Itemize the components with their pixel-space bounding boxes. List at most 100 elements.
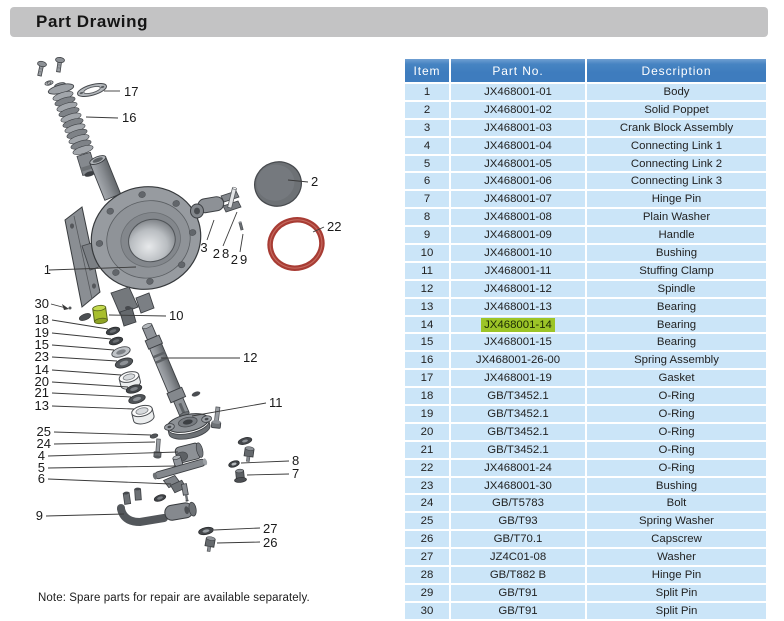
part-no-cell: JX468001-10 — [451, 245, 585, 261]
table-row: 19 GB/T3452.1 O-Ring — [405, 406, 766, 422]
part-no-text: GB/T3452.1 — [487, 407, 549, 420]
description-cell: Connecting Link 1 — [587, 137, 766, 154]
table-row: 4 JX468001-04 Connecting Link 1 — [405, 137, 766, 154]
callout-label-8: 8 — [292, 453, 299, 468]
table-row: 15 JX468001-15 Bearing — [405, 334, 766, 351]
item-cell: 12 — [405, 280, 449, 297]
table-row: 22 JX468001-24 O-Ring — [405, 459, 766, 476]
capscrew-26-part — [204, 536, 216, 552]
part-no-text: GB/T91 — [498, 604, 538, 617]
description-cell: Bearing — [587, 298, 766, 315]
description-cell: Spindle — [587, 280, 766, 297]
callout-label-28: 28 — [213, 246, 231, 261]
page-title: Part Drawing — [36, 12, 149, 31]
item-cell: 4 — [405, 137, 449, 154]
description-cell: Bearing — [587, 316, 766, 333]
callout-label-17: 17 — [124, 84, 138, 99]
table-row: 9 JX468001-09 Handle — [405, 227, 766, 244]
part-no-text: JX468001-30 — [484, 479, 552, 492]
callout-label-15: 15 — [35, 337, 49, 352]
connecting-link3-part — [162, 474, 189, 502]
table-row: 17 JX468001-19 Gasket — [405, 370, 766, 387]
item-cell: 21 — [405, 441, 449, 458]
callout-label-14: 14 — [35, 362, 49, 377]
part-no-cell: JX468001-04 — [451, 137, 585, 154]
item-cell: 26 — [405, 531, 449, 548]
leader-lines — [45, 90, 325, 544]
callout-label-13: 13 — [35, 398, 49, 413]
header-part-no: Part No. — [451, 59, 585, 82]
callout-label-1: 1 — [44, 262, 51, 277]
part-no-text: JX468001-08 — [484, 211, 552, 224]
table-row: 12 JX468001-12 Spindle — [405, 280, 766, 297]
part-no-cell: JX468001-01 — [451, 84, 585, 100]
callout-label-20: 20 — [35, 374, 49, 389]
callout-label-5: 5 — [38, 460, 45, 475]
item-cell: 17 — [405, 370, 449, 387]
handle-part — [117, 487, 197, 527]
table-row: 10 JX468001-10 Bushing — [405, 245, 766, 261]
part-no-text: GB/T3452.1 — [487, 390, 549, 403]
callout-label-26: 26 — [263, 535, 277, 550]
bushing-highlight-part — [92, 304, 108, 325]
table-row: 26 GB/T70.1 Capscrew — [405, 531, 766, 548]
exploded-drawing: 17 16 2 22 3 28 29 1 30 10 18 19 15 23 1… — [8, 50, 393, 595]
gasket-part — [77, 83, 107, 97]
part-no-text: JX468001-11 — [484, 264, 552, 277]
description-cell: Bushing — [587, 245, 766, 261]
part-no-text: GB/T91 — [498, 586, 538, 599]
part-no-text: GB/T93 — [498, 515, 538, 528]
table-row: 5 JX468001-05 Connecting Link 2 — [405, 155, 766, 172]
description-cell: Body — [587, 84, 766, 100]
callout-labels: 17 16 2 22 3 28 29 1 30 10 18 19 15 23 1… — [35, 84, 342, 550]
callout-label-12: 12 — [243, 350, 257, 365]
spindle-part — [141, 323, 190, 418]
description-cell: Bearing — [587, 334, 766, 351]
part-no-cell: JX468001-30 — [451, 477, 585, 494]
description-cell: Plain Washer — [587, 209, 766, 226]
top-capscrews — [37, 56, 65, 86]
parts-table: Item Part No. Description 1 JX468001-01 … — [403, 57, 768, 621]
part-no-text: JX468001-10 — [484, 246, 552, 259]
part-no-text: JX468001-19 — [484, 372, 552, 385]
item-cell: 18 — [405, 388, 449, 405]
part-no-cell: JX468001-05 — [451, 155, 585, 172]
part-no-cell: GB/T3452.1 — [451, 388, 585, 405]
table-row: 3 JX468001-03 Crank Block Assembly — [405, 119, 766, 136]
part-no-text: JX468001-05 — [484, 157, 552, 170]
part-no-text: JX468001-13 — [484, 300, 552, 313]
item-cell: 2 — [405, 101, 449, 118]
description-cell: Gasket — [587, 370, 766, 387]
part-no-cell: GB/T3452.1 — [451, 406, 585, 422]
description-cell: Connecting Link 3 — [587, 173, 766, 190]
callout-label-27: 27 — [263, 521, 277, 536]
small-o-ring-part — [153, 494, 167, 502]
description-cell: Handle — [587, 227, 766, 244]
callout-label-29: 29 — [231, 252, 249, 267]
table-row: 2 JX468001-02 Solid Poppet — [405, 101, 766, 118]
part-no-cell: GB/T3452.1 — [451, 441, 585, 458]
callout-label-16: 16 — [122, 110, 136, 125]
header-item: Item — [405, 59, 449, 82]
description-cell: Spring Washer — [587, 513, 766, 530]
callout-label-3: 3 — [200, 240, 207, 255]
callout-label-23: 23 — [35, 349, 49, 364]
spare-parts-note: Note: Spare parts for repair are availab… — [38, 592, 310, 604]
table-row: 6 JX468001-06 Connecting Link 3 — [405, 173, 766, 190]
description-cell: Split Pin — [587, 584, 766, 601]
description-cell: Washer — [587, 549, 766, 566]
item-cell: 1 — [405, 84, 449, 100]
callout-label-21: 21 — [35, 385, 49, 400]
item-cell: 7 — [405, 191, 449, 208]
part-no-cell: GB/T70.1 — [451, 531, 585, 548]
part-no-cell: JX468001-13 — [451, 298, 585, 315]
callout-label-30: 30 — [35, 296, 49, 311]
item-cell: 23 — [405, 477, 449, 494]
table-header-row: Item Part No. Description — [405, 59, 766, 82]
split-pin-29-part — [238, 221, 244, 231]
table-row: 23 JX468001-30 Bushing — [405, 477, 766, 494]
part-no-text: JX468001-24 — [484, 461, 552, 474]
washer-bolt-left — [149, 433, 162, 459]
parts-table-body: 1 JX468001-01 Body 2 JX468001-02 Solid P… — [405, 84, 766, 619]
part-no-text: GB/T3452.1 — [487, 425, 549, 438]
